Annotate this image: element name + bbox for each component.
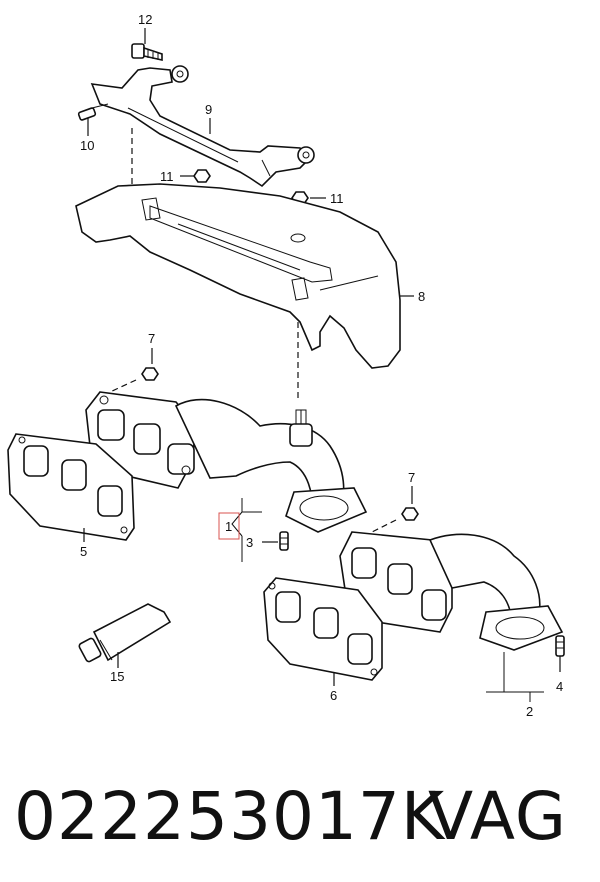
callout-4: 4 (556, 679, 563, 694)
nut-11-left (193, 169, 211, 183)
part-number: 022253017K (14, 778, 446, 855)
callout-7-lower: 7 (408, 470, 415, 485)
callout-3: 3 (246, 535, 253, 550)
gasket-5 (7, 433, 135, 541)
callout-6: 6 (330, 688, 337, 703)
brand-label: VAG (428, 778, 568, 855)
exhaust-manifold-2 (339, 531, 564, 651)
stud-3 (279, 531, 289, 551)
callout-7-upper: 7 (148, 331, 155, 346)
nut-7-upper (141, 367, 159, 381)
sealant-tube-15 (78, 603, 172, 663)
gasket-6 (263, 577, 383, 681)
callout-5: 5 (80, 544, 87, 559)
nut-7-lower (401, 507, 419, 521)
bolt-12 (131, 43, 163, 61)
bracket-9 (90, 65, 315, 188)
callout-10: 10 (80, 138, 94, 153)
callout-15: 15 (110, 669, 124, 684)
callout-12: 12 (138, 12, 152, 27)
stud-10 (77, 103, 109, 121)
callout-2: 2 (526, 704, 533, 719)
callout-11-right: 11 (330, 191, 344, 206)
callout-1: 1 (225, 519, 232, 534)
exploded-parts-diagram: 12 9 10 11 11 8 (7, 12, 565, 719)
callout-8: 8 (418, 289, 425, 304)
callout-9: 9 (205, 102, 212, 117)
callout-11-left: 11 (160, 169, 174, 184)
callout-1-highlight (218, 512, 240, 540)
stud-4 (555, 635, 565, 657)
heat-shield-8 (75, 183, 401, 369)
